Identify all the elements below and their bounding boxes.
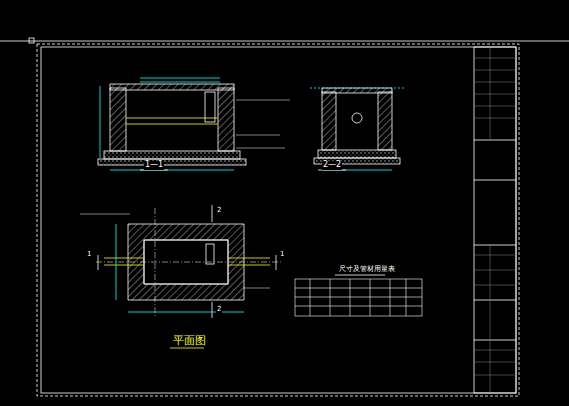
view-title: 平面图 [172,335,207,347]
section-mark: 2 [216,306,222,314]
view-title: 2—2 [322,161,342,170]
view-title: 1—1 [144,161,164,170]
section-mark: 1 [279,251,285,259]
section-mark: 2 [216,207,222,215]
table-title: 尺寸及管材用量表 [338,266,396,274]
section-mark: 1 [86,251,92,259]
